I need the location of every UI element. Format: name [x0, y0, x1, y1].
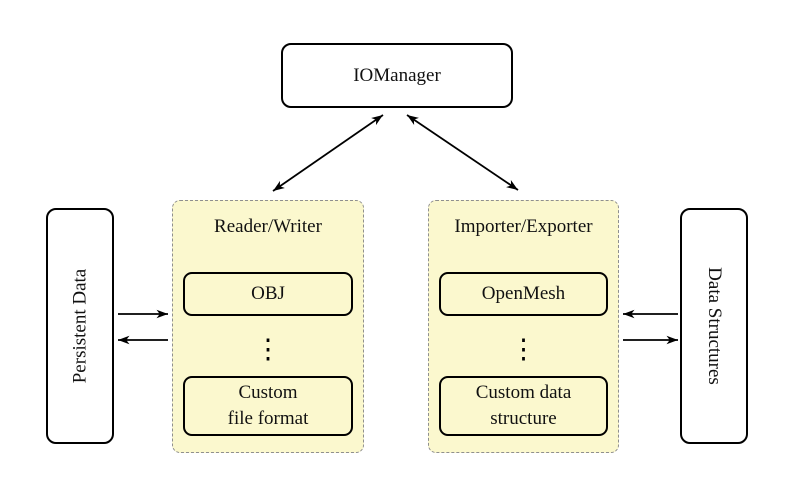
panel-importer-exporter-title: Importer/Exporter	[454, 216, 593, 237]
node-iomanager-label: IOManager	[353, 64, 441, 86]
node-custom-data-structure-line2: structure	[490, 408, 557, 429]
node-iomanager: IOManager	[281, 43, 513, 108]
ellipsis-importer-exporter: ⋮	[510, 334, 537, 364]
node-obj: OBJ	[183, 272, 353, 316]
ellipsis-reader-writer: ⋮	[254, 334, 282, 364]
panel-reader-writer-title: Reader/Writer	[214, 216, 322, 237]
arrow-iomanager-importerexporter	[406, 114, 519, 191]
node-openmesh-label: OpenMesh	[481, 283, 566, 304]
node-data-structures-label: Data Structures	[704, 267, 725, 385]
panel-reader-writer: Reader/Writer OBJ ⋮ Custom file format	[172, 200, 364, 453]
node-obj-label: OBJ	[251, 283, 285, 304]
node-data-structures: Data Structures	[680, 208, 748, 444]
node-persistent-data: Persistent Data	[46, 208, 114, 444]
node-custom-data-structure: Custom data structure	[439, 376, 608, 436]
node-custom-data-structure-line1: Custom data	[475, 382, 572, 403]
panel-importer-exporter: Importer/Exporter OpenMesh ⋮ Custom data…	[428, 200, 619, 453]
node-custom-file-format-line2: file format	[227, 408, 309, 429]
node-custom-file-format-line1: Custom	[238, 382, 298, 403]
node-custom-file-format: Custom file format	[183, 376, 353, 436]
node-openmesh: OpenMesh	[439, 272, 608, 316]
arrow-iomanager-readerwriter	[272, 114, 384, 192]
node-persistent-data-label: Persistent Data	[69, 268, 91, 384]
